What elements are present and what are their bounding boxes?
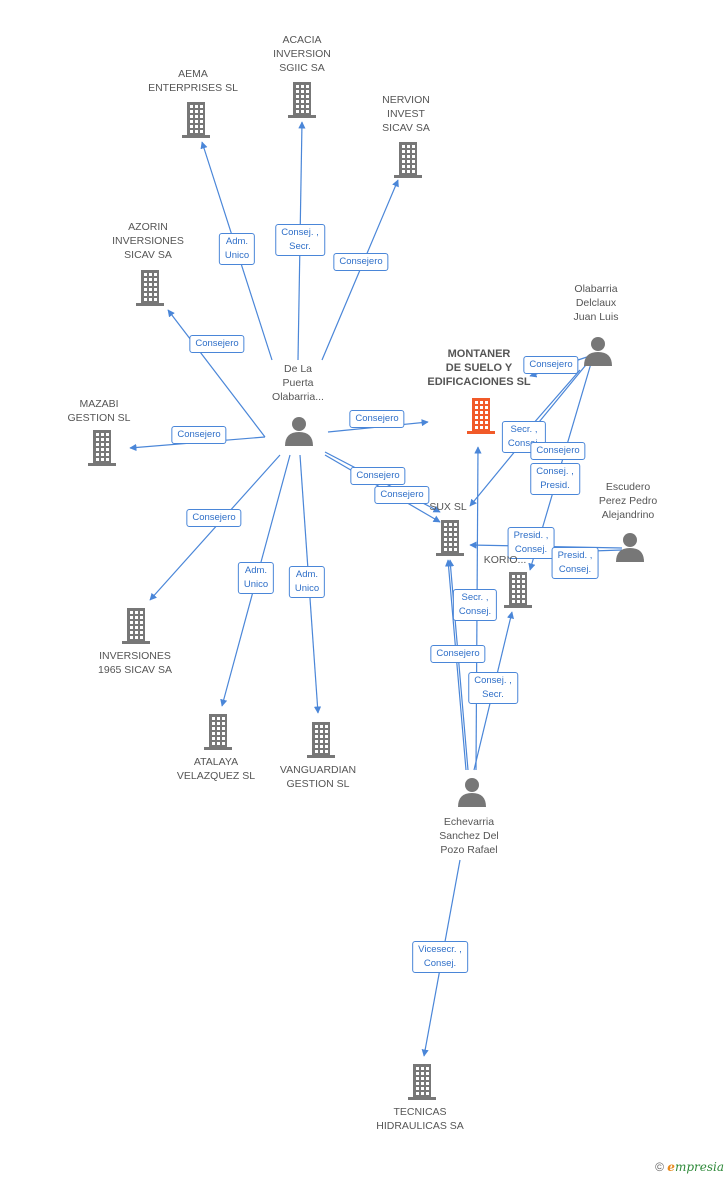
building-icon[interactable] xyxy=(408,1064,436,1100)
edge-label[interactable]: Consejero xyxy=(189,335,245,353)
node-label-korio[interactable]: KORIO... xyxy=(483,554,527,566)
edge-label[interactable]: Consejero xyxy=(171,426,227,444)
person-icon[interactable] xyxy=(285,417,313,446)
edge-label[interactable]: Consejero xyxy=(374,486,430,504)
node-label-acacia[interactable]: ACACIA INVERSION SGIIC SA xyxy=(273,34,331,74)
node-label-azorin[interactable]: AZORIN INVERSIONES SICAV SA xyxy=(112,221,184,261)
empresia-logo: empresia xyxy=(667,1160,724,1174)
edge-label[interactable]: Adm. Unico xyxy=(218,233,256,265)
building-icon[interactable] xyxy=(467,398,495,434)
footer-credit: © empresia xyxy=(655,1160,724,1174)
edge-delapuerta-to-azorin xyxy=(167,309,266,438)
node-label-escudero[interactable]: Escudero Perez Pedro Alejandrino xyxy=(598,481,658,521)
person-icon[interactable] xyxy=(584,337,612,366)
edge-label[interactable]: Consej. , Secr. xyxy=(468,672,518,704)
edge-label[interactable]: Consej. , Secr. xyxy=(275,224,325,256)
building-icon[interactable] xyxy=(136,270,164,306)
node-label-mazabi[interactable]: MAZABI GESTION SL xyxy=(67,398,131,424)
building-icon[interactable] xyxy=(436,520,464,556)
edge-delapuerta-to-inv1965 xyxy=(149,454,281,601)
edge-label[interactable]: Vicesecr. , Consej. xyxy=(412,941,468,973)
node-label-nervion[interactable]: NERVION INVEST SICAV SA xyxy=(382,94,430,134)
node-label-vanguardian[interactable]: VANGUARDIAN GESTION SL xyxy=(279,764,357,790)
edge-label[interactable]: Secr. , Consej. xyxy=(452,589,498,621)
edge-label[interactable]: Consejero xyxy=(186,509,242,527)
edge-echevarria-to-sux xyxy=(444,559,467,771)
edge-label[interactable]: Consejero xyxy=(530,442,586,460)
building-icon[interactable] xyxy=(504,572,532,608)
node-label-tecnicas[interactable]: TECNICAS HIDRAULICAS SA xyxy=(376,1106,464,1132)
edge-label[interactable]: Consej. , Presid. xyxy=(530,463,580,495)
node-label-echevarria[interactable]: Echevarria Sanchez Del Pozo Rafael xyxy=(439,816,499,856)
edge-label[interactable]: Consejero xyxy=(350,467,406,485)
person-icon[interactable] xyxy=(458,778,486,807)
building-icon[interactable] xyxy=(182,102,210,138)
node-label-sux[interactable]: SUX SL xyxy=(429,501,467,513)
building-icon[interactable] xyxy=(88,430,116,466)
node-label-olabarria[interactable]: Olabarria Delclaux Juan Luis xyxy=(573,283,619,323)
edge-label[interactable]: Presid. , Consej. xyxy=(507,527,555,559)
building-icon[interactable] xyxy=(204,714,232,750)
person-icon[interactable] xyxy=(616,533,644,562)
building-icon[interactable] xyxy=(288,82,316,118)
edge-label[interactable]: Presid. , Consej. xyxy=(551,547,599,579)
edge-label[interactable]: Consejero xyxy=(349,410,405,428)
edge-label[interactable]: Adm. Unico xyxy=(288,566,326,598)
edge-label[interactable]: Consejero xyxy=(430,645,486,663)
edge-label[interactable]: Secr. , Consej. xyxy=(501,421,547,453)
building-icon[interactable] xyxy=(307,722,335,758)
copyright-symbol: © xyxy=(655,1160,664,1174)
node-label-delapuerta[interactable]: De La Puerta Olabarria... xyxy=(272,363,324,403)
node-label-montaner[interactable]: MONTANER DE SUELO Y EDIFICACIONES SL xyxy=(427,348,531,388)
nodes-layer xyxy=(88,82,644,1100)
edge-label[interactable]: Consejero xyxy=(333,253,389,271)
node-label-atalaya[interactable]: ATALAYA VELAZQUEZ SL xyxy=(176,756,256,782)
building-icon[interactable] xyxy=(122,608,150,644)
edge-label[interactable]: Consejero xyxy=(523,356,579,374)
node-label-aema[interactable]: AEMA ENTERPRISES SL xyxy=(148,68,238,94)
node-label-inv1965[interactable]: INVERSIONES 1965 SICAV SA xyxy=(98,650,172,676)
building-icon[interactable] xyxy=(394,142,422,178)
edge-label[interactable]: Adm. Unico xyxy=(237,562,275,594)
